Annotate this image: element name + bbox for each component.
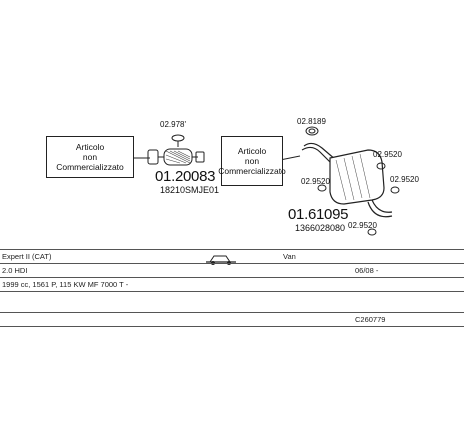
leader-right bbox=[279, 155, 301, 161]
info-code: C260779 bbox=[355, 315, 386, 324]
note-right-line-2: non bbox=[244, 156, 260, 166]
rear-silencer-part bbox=[301, 142, 393, 218]
note-box-left: Articolo non Commercializzato bbox=[46, 136, 134, 178]
row-divider-1 bbox=[0, 249, 464, 250]
row-divider-5 bbox=[0, 312, 464, 313]
label-clamp-top: 02.8189 bbox=[297, 117, 326, 126]
info-engine: 2.0 HDI bbox=[2, 266, 28, 275]
label-hanger-d: 02.9520 bbox=[348, 221, 377, 230]
note-left-line-2: non bbox=[82, 152, 98, 162]
label-ref-right: 1366028080 bbox=[295, 223, 346, 233]
hangers bbox=[317, 162, 400, 236]
note-right-line-3: Commercializzato bbox=[218, 166, 286, 176]
info-date: 06/08 - bbox=[355, 266, 379, 275]
note-left-line-1: Articolo bbox=[75, 142, 105, 152]
note-right-line-1: Articolo bbox=[237, 146, 267, 156]
car-icon bbox=[206, 255, 236, 265]
label-hanger-b: 02.9520 bbox=[301, 177, 330, 186]
row-divider-4 bbox=[0, 291, 464, 292]
label-hanger-c: 02.9520 bbox=[390, 175, 419, 184]
label-main-right: 01.61095 bbox=[288, 206, 349, 223]
row-divider-6 bbox=[0, 326, 464, 327]
info-body-type: Van bbox=[283, 252, 296, 261]
label-ref-left: 18210SMJE01 bbox=[160, 185, 220, 195]
clamp-left-part bbox=[171, 134, 185, 147]
row-divider-3 bbox=[0, 277, 464, 278]
front-pipe-part bbox=[147, 148, 205, 166]
label-hanger-a: 02.9520 bbox=[373, 150, 402, 159]
clamp-top-part bbox=[305, 126, 319, 136]
label-main-left: 01.20083 bbox=[155, 168, 216, 185]
note-box-right: Articolo non Commercializzato bbox=[218, 136, 286, 186]
row-divider-2 bbox=[0, 263, 464, 264]
note-left-line-3: Commercializzato bbox=[56, 162, 124, 172]
label-clamp-left: 02.978' bbox=[160, 120, 186, 129]
info-specs: 1999 cc, 1561 P, 115 KW MF 7000 T - bbox=[2, 280, 129, 289]
info-model: Expert II (CAT) bbox=[2, 252, 52, 261]
